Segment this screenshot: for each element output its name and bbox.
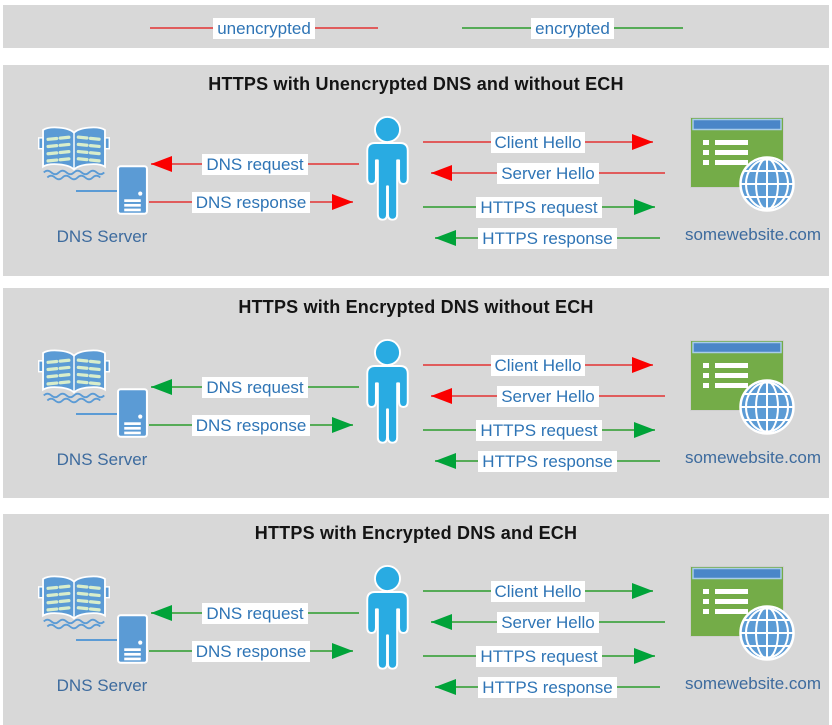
- panel-title: HTTPS with Unencrypted DNS and without E…: [208, 74, 624, 94]
- panel-encrypted-dns-no-ech: HTTPS with Encrypted DNS without ECH DNS: [3, 288, 829, 498]
- arrowhead-left-icon: [435, 453, 456, 469]
- website-label: somewebsite.com: [684, 225, 822, 244]
- arrow-label: HTTPS response: [478, 450, 617, 472]
- panel-unencrypted-dns-no-ech: HTTPS with Unencrypted DNS and without E…: [3, 65, 829, 276]
- dns-server-group: DNS Server: [36, 570, 168, 702]
- arrow-label: Client Hello: [490, 131, 586, 153]
- user-person-icon: [366, 116, 409, 221]
- arrow-https-response: HTTPS response: [435, 676, 660, 698]
- arrow-dns-request: DNS request: [151, 376, 359, 398]
- arrow-client-hello: Client Hello: [423, 580, 653, 602]
- arrowhead-right-icon: [632, 134, 653, 150]
- dns-server-label: DNS Server: [56, 450, 148, 469]
- arrowhead-left-icon: [151, 379, 172, 395]
- arrowhead-left-icon: [431, 165, 452, 181]
- arrowhead-right-icon: [332, 417, 353, 433]
- arrow-label: HTTPS request: [476, 419, 602, 441]
- book-server-connector-line: [76, 413, 119, 415]
- globe-icon: [739, 379, 795, 435]
- panel-title: HTTPS with Encrypted DNS and ECH: [254, 523, 578, 543]
- arrowhead-right-icon: [632, 357, 653, 373]
- panel-encrypted-dns-and-ech: HTTPS with Encrypted DNS and ECH DNS Ser: [3, 514, 829, 725]
- arrowhead-left-icon: [431, 388, 452, 404]
- dns-server-label: DNS Server: [56, 676, 148, 695]
- arrow-server-hello: Server Hello: [431, 385, 665, 407]
- globe-icon: [739, 605, 795, 661]
- arrowhead-left-icon: [151, 156, 172, 172]
- dns-server-icon: [117, 388, 148, 438]
- arrow-label: DNS request: [202, 376, 308, 398]
- arrowhead-right-icon: [634, 422, 655, 438]
- legend-label-encrypted: encrypted: [531, 17, 614, 39]
- open-book-icon: [38, 126, 110, 181]
- arrowhead-left-icon: [435, 679, 456, 695]
- arrow-label: DNS request: [202, 602, 308, 624]
- user-person-icon: [366, 565, 409, 670]
- open-book-icon: [38, 349, 110, 404]
- arrow-label: DNS response: [191, 414, 311, 436]
- arrow-label: Server Hello: [497, 162, 599, 184]
- arrow-dns-response: DNS response: [149, 640, 353, 662]
- arrow-https-response: HTTPS response: [435, 450, 660, 472]
- arrow-label: HTTPS request: [476, 645, 602, 667]
- website-group: somewebsite.com: [683, 117, 823, 247]
- website-group: somewebsite.com: [683, 340, 823, 470]
- arrowhead-right-icon: [632, 583, 653, 599]
- website-label: somewebsite.com: [684, 448, 822, 467]
- book-server-connector-line: [76, 639, 119, 641]
- arrowhead-right-icon: [332, 194, 353, 210]
- arrowhead-right-icon: [634, 648, 655, 664]
- user-person-icon: [366, 339, 409, 444]
- dns-server-icon: [117, 614, 148, 664]
- arrow-label: HTTPS response: [478, 676, 617, 698]
- dns-server-group: DNS Server: [36, 121, 168, 253]
- arrow-dns-request: DNS request: [151, 153, 359, 175]
- arrow-label: Client Hello: [490, 354, 586, 376]
- globe-icon: [739, 156, 795, 212]
- legend-bar: unencrypted encrypted: [3, 5, 829, 48]
- arrow-label: Server Hello: [497, 611, 599, 633]
- website-label: somewebsite.com: [684, 674, 822, 693]
- legend-label-unencrypted: unencrypted: [213, 17, 315, 39]
- arrow-client-hello: Client Hello: [423, 354, 653, 376]
- arrow-label: DNS response: [191, 191, 311, 213]
- arrow-label: HTTPS request: [476, 196, 602, 218]
- arrow-https-request: HTTPS request: [423, 196, 655, 218]
- arrow-dns-response: DNS response: [149, 414, 353, 436]
- dns-server-label: DNS Server: [56, 227, 148, 246]
- arrow-client-hello: Client Hello: [423, 131, 653, 153]
- arrowhead-left-icon: [151, 605, 172, 621]
- arrow-label: DNS response: [191, 640, 311, 662]
- arrowhead-right-icon: [634, 199, 655, 215]
- arrowhead-left-icon: [435, 230, 456, 246]
- arrow-label: Client Hello: [490, 580, 586, 602]
- panel-title: HTTPS with Encrypted DNS without ECH: [238, 297, 594, 317]
- arrow-https-request: HTTPS request: [423, 419, 655, 441]
- arrow-label: Server Hello: [497, 385, 599, 407]
- arrowhead-right-icon: [332, 643, 353, 659]
- dns-server-group: DNS Server: [36, 344, 168, 476]
- arrow-https-request: HTTPS request: [423, 645, 655, 667]
- legend-item-encrypted: encrypted: [462, 17, 683, 39]
- dns-server-icon: [117, 165, 148, 215]
- arrow-https-response: HTTPS response: [435, 227, 660, 249]
- website-group: somewebsite.com: [683, 566, 823, 696]
- arrow-server-hello: Server Hello: [431, 611, 665, 633]
- legend-item-unencrypted: unencrypted: [150, 17, 378, 39]
- arrow-server-hello: Server Hello: [431, 162, 665, 184]
- arrow-label: HTTPS response: [478, 227, 617, 249]
- book-server-connector-line: [76, 190, 119, 192]
- arrow-label: DNS request: [202, 153, 308, 175]
- arrowhead-left-icon: [431, 614, 452, 630]
- arrow-dns-request: DNS request: [151, 602, 359, 624]
- open-book-icon: [38, 575, 110, 630]
- arrow-dns-response: DNS response: [149, 191, 353, 213]
